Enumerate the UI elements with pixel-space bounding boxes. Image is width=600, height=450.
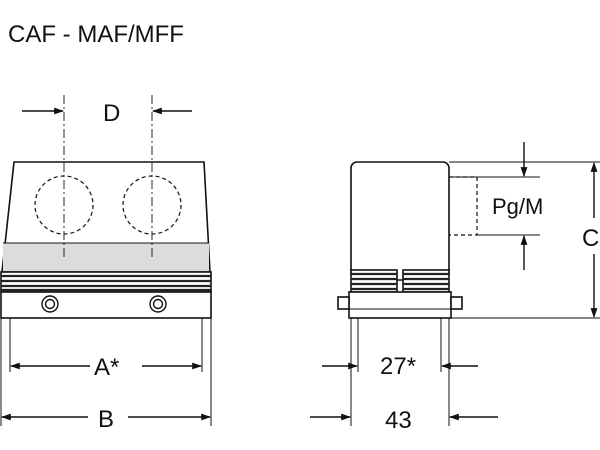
- dim-27-label: 27*: [380, 353, 416, 380]
- side-gland-dashed: [449, 176, 478, 236]
- side-base: [348, 291, 452, 319]
- front-base: [0, 291, 212, 319]
- dim-pg-label: Pg/M: [492, 194, 543, 219]
- side-lug-left: [337, 296, 350, 310]
- drawing-title: CAF - MAF/MFF: [8, 21, 184, 48]
- dim-43-label: 43: [385, 407, 412, 434]
- side-lug-right: [450, 296, 463, 310]
- side-hood-outline: [350, 161, 450, 281]
- screw-left: [41, 295, 59, 313]
- side-ribs: [351, 272, 449, 291]
- dim-b-label: B: [98, 406, 114, 433]
- front-view: D A* B: [0, 95, 212, 433]
- dim-c-label: C: [582, 225, 599, 252]
- front-hood-shade: [3, 243, 209, 271]
- dim-a-label: A*: [94, 354, 119, 381]
- screw-right: [149, 295, 167, 313]
- front-ribs: [1, 274, 211, 292]
- side-view: Pg/M C 27* 43: [310, 142, 600, 434]
- dim-d-label: D: [103, 100, 120, 127]
